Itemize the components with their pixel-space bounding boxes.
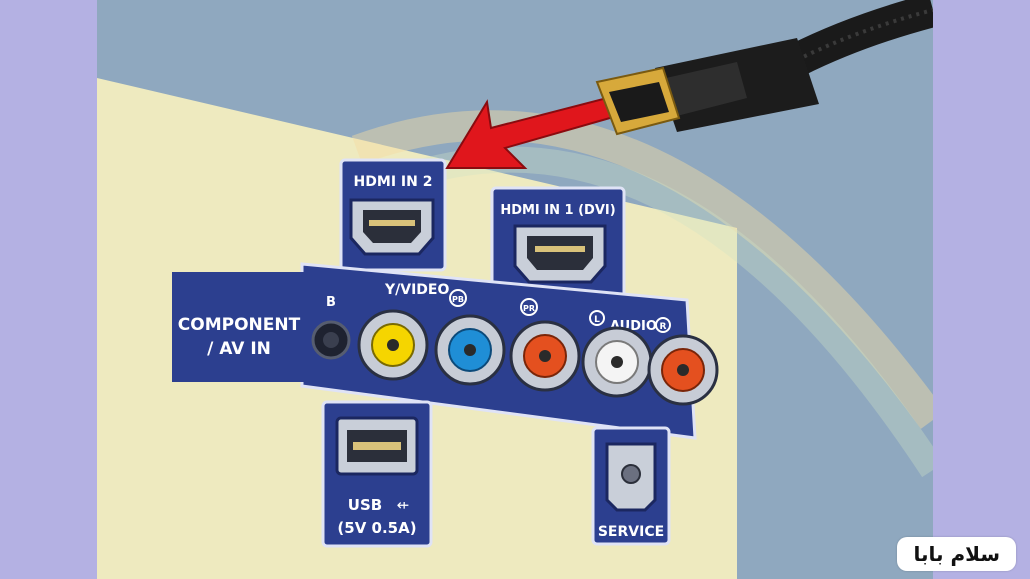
- l-label: L: [594, 315, 600, 325]
- av-in-label: / AV IN: [207, 339, 271, 359]
- y-video-label: Y/VIDEO: [384, 282, 449, 298]
- r-label: R: [660, 322, 667, 332]
- pr-label: PR: [523, 304, 535, 313]
- watermark-badge: سلام بابا: [897, 537, 1016, 571]
- hdmi-in-1-port: HDMI IN 1 (DVI): [490, 186, 626, 300]
- service-port: SERVICE: [591, 426, 671, 546]
- ground-screw: [311, 320, 351, 360]
- service-label: SERVICE: [598, 524, 664, 540]
- rca-jack-pb-blue: [434, 314, 506, 386]
- usb-port: USB ⇷ (5V 0.5A): [321, 400, 433, 548]
- hdmi-in-1-label: HDMI IN 1 (DVI): [500, 203, 615, 218]
- hdmi-cable: [595, 0, 933, 136]
- hdmi-in-2-label: HDMI IN 2: [354, 174, 433, 190]
- rca-jack-video-yellow: [357, 309, 429, 381]
- usb-label: USB: [348, 496, 382, 514]
- rca-jack-pr-red: [509, 320, 581, 392]
- usb-power-label: (5V 0.5A): [337, 519, 416, 537]
- usb-symbol-icon: ⇷: [397, 496, 410, 514]
- hdmi-in-2-port: HDMI IN 2: [339, 158, 447, 272]
- tv-back-panel-illustration: HDMI IN 2 HDMI IN 1 (DVI) COMPONENT / AV…: [97, 0, 933, 579]
- watermark-text: سلام بابا: [913, 542, 1000, 566]
- rca-jack-audio-left-white: [581, 326, 653, 398]
- photo-frame: HDMI IN 2 HDMI IN 1 (DVI) COMPONENT / AV…: [97, 0, 933, 579]
- component-av-panel: COMPONENT / AV IN B Y/VIDEO PB PR L AUDI…: [172, 262, 719, 440]
- b-label: B: [326, 295, 336, 310]
- rca-jack-audio-right-red: [647, 334, 719, 406]
- pb-label: PB: [452, 295, 464, 304]
- component-label: COMPONENT: [178, 315, 301, 335]
